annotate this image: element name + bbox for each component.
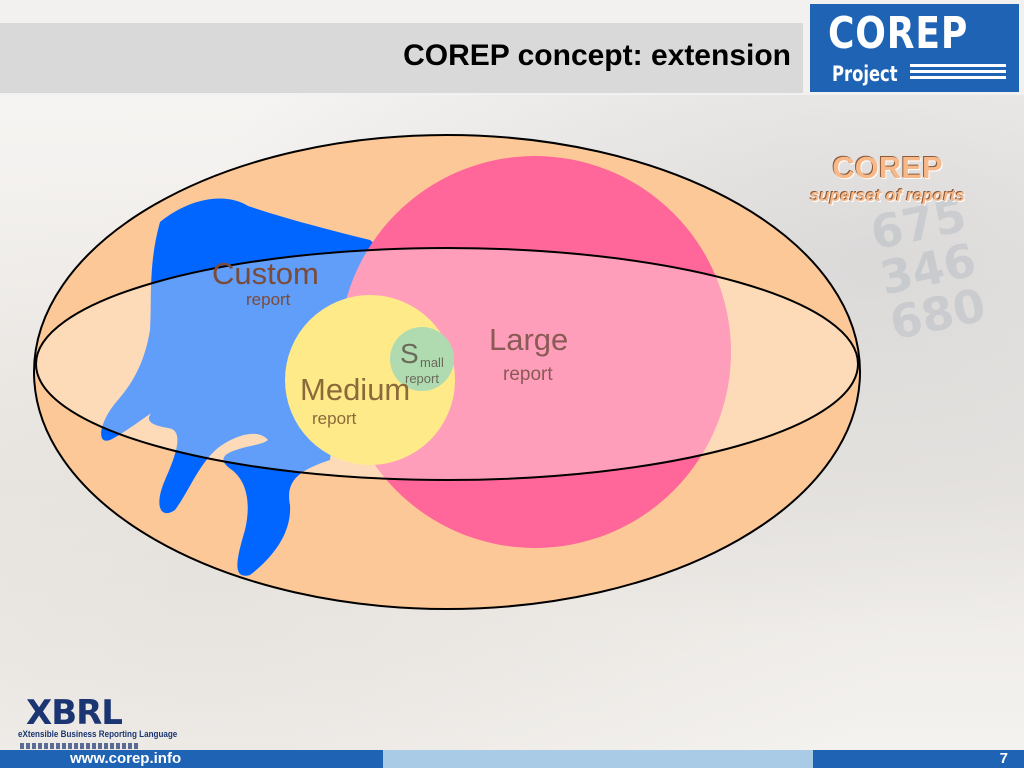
- small-label-rest: mall: [420, 355, 444, 370]
- large-sublabel: report: [503, 364, 553, 385]
- custom-sublabel: report: [246, 290, 291, 309]
- footer-url-link[interactable]: www.corep.info: [70, 750, 182, 767]
- medium-label: Medium: [300, 372, 411, 407]
- corep-logo-wordmark: COREP: [828, 8, 969, 59]
- logo-lines-icon: [910, 64, 1006, 86]
- xbrl-logo-tagline: eXtensible Business Reporting Language: [18, 729, 178, 740]
- page-number: 7: [999, 750, 1008, 767]
- xbrl-stripes-icon: [20, 743, 140, 749]
- superset-caption-subtitle: superset of reports: [810, 186, 965, 205]
- horizontal-overlay-band: [35, 247, 859, 481]
- large-report-circle: [339, 156, 731, 548]
- medium-sublabel: report: [312, 409, 357, 428]
- footer-middle-bar: [383, 750, 813, 768]
- large-label: Large: [489, 322, 569, 357]
- corep-logo-subtitle: Project: [832, 62, 898, 86]
- title-bar: COREP concept: extension: [0, 23, 803, 93]
- superset-caption-title: COREP: [832, 150, 943, 185]
- small-sublabel: report: [405, 371, 439, 386]
- superset-caption: COREP superset of reports: [780, 150, 995, 206]
- page-title: COREP concept: extension: [403, 39, 791, 72]
- corep-logo: COREP Project: [810, 4, 1019, 92]
- footer-right-bar: 7: [813, 750, 1024, 768]
- xbrl-logo: XBRL eXtensible Business Reporting Langu…: [18, 693, 178, 749]
- custom-label: Custom: [212, 256, 319, 291]
- custom-report-shape: [101, 198, 393, 576]
- small-report-circle: [390, 327, 454, 391]
- small-label-initial: S: [400, 338, 419, 369]
- xbrl-logo-wordmark: XBRL: [26, 693, 123, 733]
- footer-left-bar: www.corep.info: [0, 750, 383, 768]
